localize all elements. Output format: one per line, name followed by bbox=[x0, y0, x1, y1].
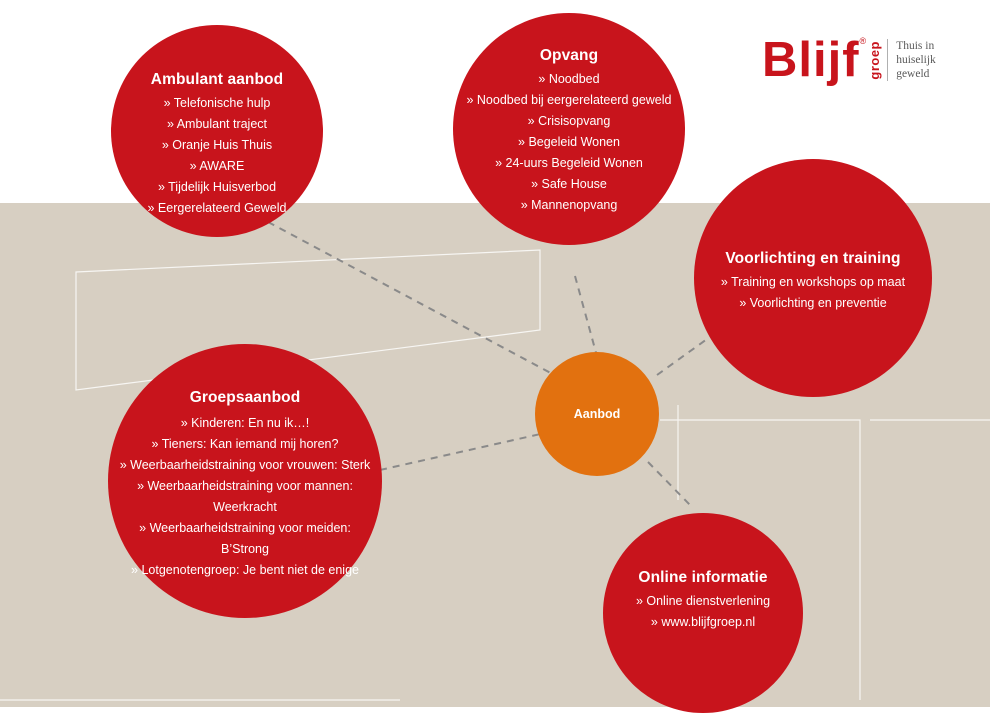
list-item: » Safe House bbox=[531, 176, 607, 191]
online-informatie-circle: Online informatie » Online dienstverleni… bbox=[603, 513, 803, 713]
blijfgroep-logo: Blijf ® groep Thuis in huiselijk geweld bbox=[762, 30, 984, 90]
list-item: » Weerbaarheidstraining voor meiden: bbox=[139, 521, 351, 535]
list-item: » Online dienstverlening bbox=[635, 594, 771, 608]
list-item: » 24-uurs Begeleid Wonen bbox=[495, 155, 643, 170]
list-item: » Training en workshops op maat bbox=[720, 275, 906, 289]
voorlichting-list: » Training en workshops op maat » Voorli… bbox=[721, 272, 905, 314]
list-item: » AWARE bbox=[189, 159, 245, 173]
online-title: Online informatie bbox=[638, 569, 768, 586]
list-item: » Eergerelateerd Geweld bbox=[147, 201, 287, 215]
voorlichting-title: Voorlichting en training bbox=[725, 250, 901, 267]
aanbod-center-circle: Aanbod bbox=[535, 352, 659, 476]
online-list: » Online dienstverlening » www.blijfgroe… bbox=[636, 591, 770, 633]
logo-tagline-line: huiselijk bbox=[896, 54, 936, 66]
logo-sub: groep bbox=[867, 40, 883, 80]
list-item: » www.blijfgroep.nl bbox=[650, 615, 756, 629]
logo-registered-mark: ® bbox=[859, 36, 867, 46]
list-item: » Ambulant traject bbox=[166, 117, 268, 131]
opvang-title: Opvang bbox=[539, 46, 599, 64]
list-item: » Weerbaarheidstraining voor mannen: bbox=[137, 479, 353, 493]
logo-tagline-line: geweld bbox=[896, 68, 930, 80]
logo-tagline-line: Thuis in bbox=[896, 40, 935, 52]
list-item: B’Strong bbox=[221, 542, 269, 556]
ambulant-aanbod-circle: Ambulant aanbod » Telefonische hulp » Am… bbox=[111, 25, 323, 237]
groep-list: » Kinderen: En nu ik…! » Tieners: Kan ie… bbox=[120, 413, 371, 581]
groep-title: Groepsaanbod bbox=[189, 389, 301, 406]
aanbod-label: Aanbod bbox=[573, 407, 621, 421]
connector-online bbox=[647, 461, 691, 506]
list-item: » Voorlichting en preventie bbox=[739, 296, 887, 310]
list-item: » Tijdelijk Huisverbod bbox=[157, 180, 277, 194]
list-item: » Begeleid Wonen bbox=[518, 134, 620, 149]
opvang-circle: Opvang » Noodbed » Noodbed bij eergerela… bbox=[453, 13, 685, 245]
list-item: » Crisisopvang bbox=[527, 113, 611, 128]
ambulant-list: » Telefonische hulp » Ambulant traject »… bbox=[148, 93, 287, 219]
list-item: » Oranje Huis Thuis bbox=[161, 138, 273, 152]
connector-opvang bbox=[574, 275, 599, 361]
ambulant-title: Ambulant aanbod bbox=[150, 71, 284, 88]
connector-ambulant bbox=[267, 221, 561, 379]
groepsaanbod-circle: Groepsaanbod » Kinderen: En nu ik…! » Ti… bbox=[108, 344, 382, 618]
list-item: » Tieners: Kan iemand mij horen? bbox=[151, 437, 339, 451]
list-item: » Mannenopvang bbox=[520, 197, 618, 212]
list-item: » Noodbed bbox=[538, 71, 600, 86]
list-item: » Telefonische hulp bbox=[163, 96, 271, 110]
list-item: » Weerbaarheidstraining voor vrouwen: St… bbox=[119, 458, 371, 472]
list-item: » Lotgenotengroep: Je bent niet de enige bbox=[131, 563, 359, 577]
background-outlines bbox=[0, 249, 990, 701]
list-item: Weerkracht bbox=[213, 500, 277, 514]
list-item: » Noodbed bij eergerelateerd geweld bbox=[466, 92, 672, 107]
connector-voorlichting bbox=[656, 333, 715, 376]
voorlichting-training-circle: Voorlichting en training » Training en w… bbox=[694, 159, 932, 397]
list-item: » Kinderen: En nu ik…! bbox=[180, 416, 310, 430]
connector-groep bbox=[379, 432, 546, 471]
logo-wordmark: Blijf bbox=[762, 32, 860, 87]
opvang-list: » Noodbed » Noodbed bij eergerelateerd g… bbox=[466, 69, 671, 216]
logo-tagline: Thuis in huiselijk geweld bbox=[887, 39, 936, 81]
